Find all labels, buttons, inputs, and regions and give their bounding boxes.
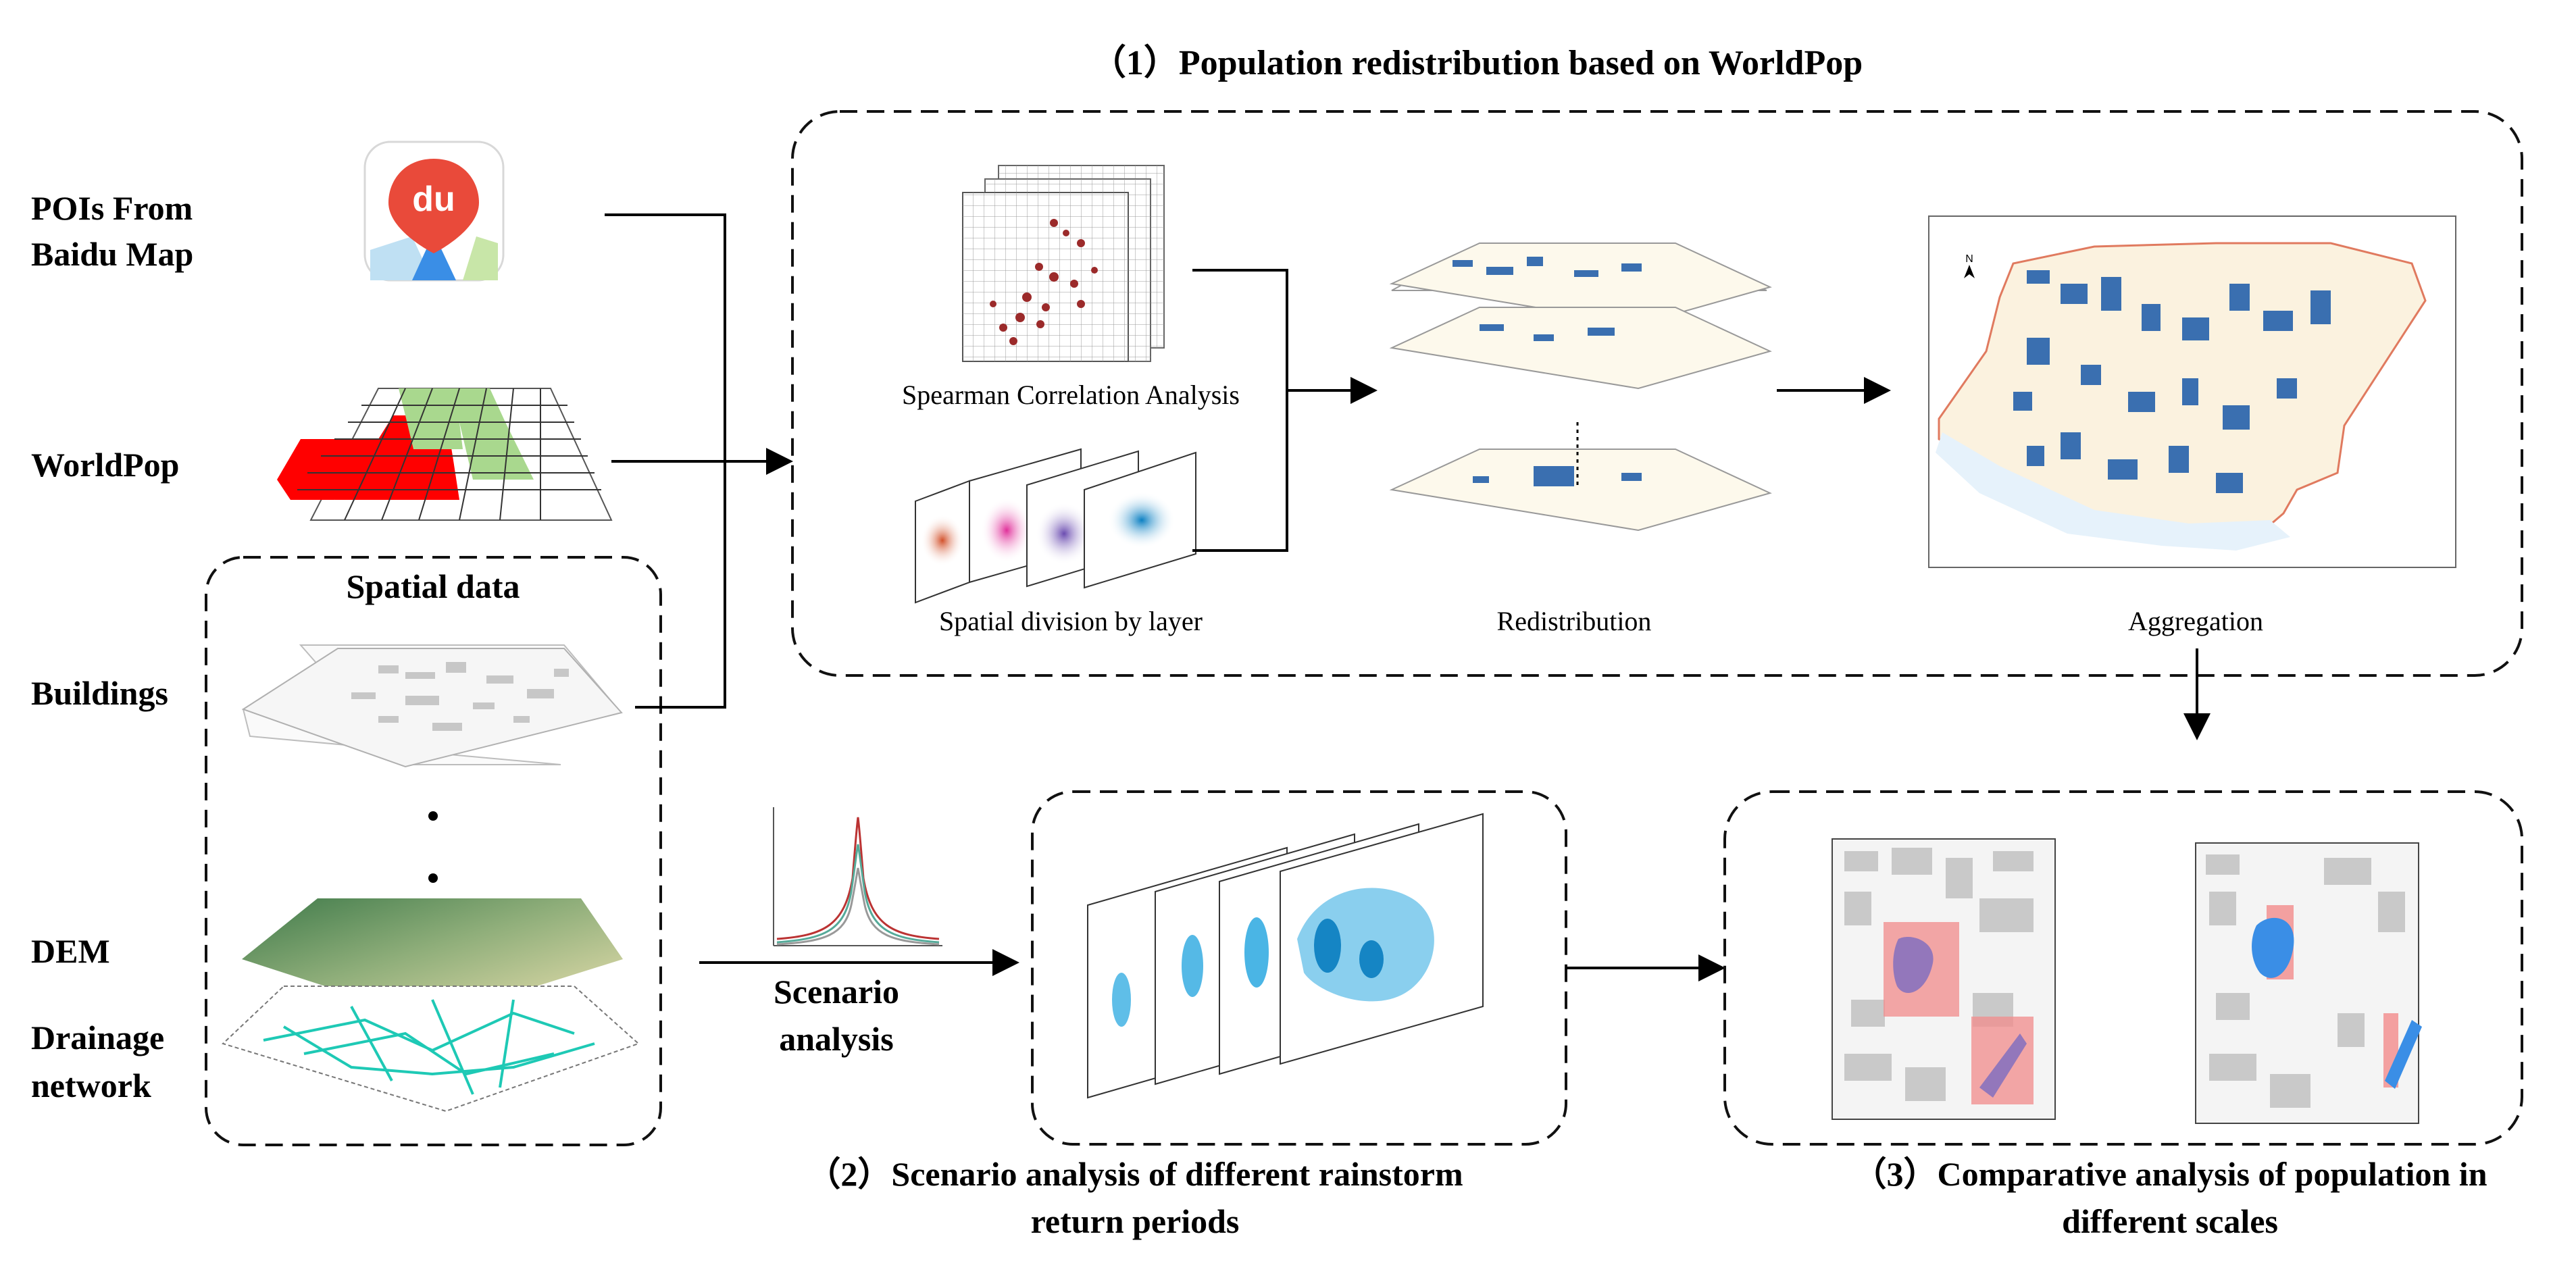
- section3-title-line2: different scales: [2062, 1202, 2278, 1240]
- baidu-map-icon: du: [363, 140, 505, 282]
- worldpop-grid-icon: [277, 388, 613, 521]
- aggregation-map: N: [1928, 215, 2456, 568]
- section3-frame: [1723, 790, 2523, 1146]
- redistribution-label: Redistribution: [1497, 606, 1652, 636]
- scenario-label-line2: analysis: [779, 1020, 894, 1058]
- section2-title-line1: （2）Scenario analysis of different rainst…: [807, 1155, 1463, 1193]
- drainage-network-thumbnail: [222, 986, 640, 1113]
- buildings-layer-thumbnail: [241, 644, 623, 768]
- aggregation-label: Aggregation: [2128, 606, 2263, 636]
- section3-title-line1: （3）Comparative analysis of population in: [1852, 1155, 2487, 1193]
- drainage-label-line2: network: [31, 1067, 151, 1104]
- poi-label-line1: POIs From: [31, 189, 193, 227]
- section2-title-line2: return periods: [1031, 1202, 1240, 1240]
- section1-title: （1）Population redistribution based on Wo…: [1091, 43, 1863, 82]
- spatial-data-frame: [205, 556, 662, 1146]
- spearman-label: Spearman Correlation Analysis: [902, 380, 1240, 410]
- north-label: N: [1965, 253, 1973, 265]
- population-map-right: [2195, 842, 2422, 1124]
- buildings-label: Buildings: [31, 674, 168, 712]
- flood-scenario-stack: [1087, 813, 1484, 1099]
- baidu-logo-text: du: [412, 180, 455, 219]
- spatial-data-title: Spatial data: [346, 567, 520, 605]
- scenario-label-line1: Scenario: [774, 973, 899, 1011]
- drainage-label-line1: Drainage: [31, 1019, 164, 1056]
- dem-label: DEM: [31, 932, 110, 970]
- worldpop-label: WorldPop: [31, 446, 179, 484]
- section1-frame: [791, 110, 2523, 677]
- spatial-division-stack: [915, 448, 1196, 604]
- spatial-division-label: Spatial division by layer: [939, 606, 1203, 636]
- return-period-curve-chart: [767, 800, 946, 949]
- correlation-grid-stack: [962, 165, 1165, 362]
- connector-analysis-bracket: [1192, 269, 1288, 552]
- population-map-left: [1832, 838, 2056, 1120]
- poi-label-line2: Baidu Map: [31, 235, 193, 273]
- redistribution-stack: [1389, 242, 1772, 532]
- north-arrow-icon: [1964, 265, 1975, 278]
